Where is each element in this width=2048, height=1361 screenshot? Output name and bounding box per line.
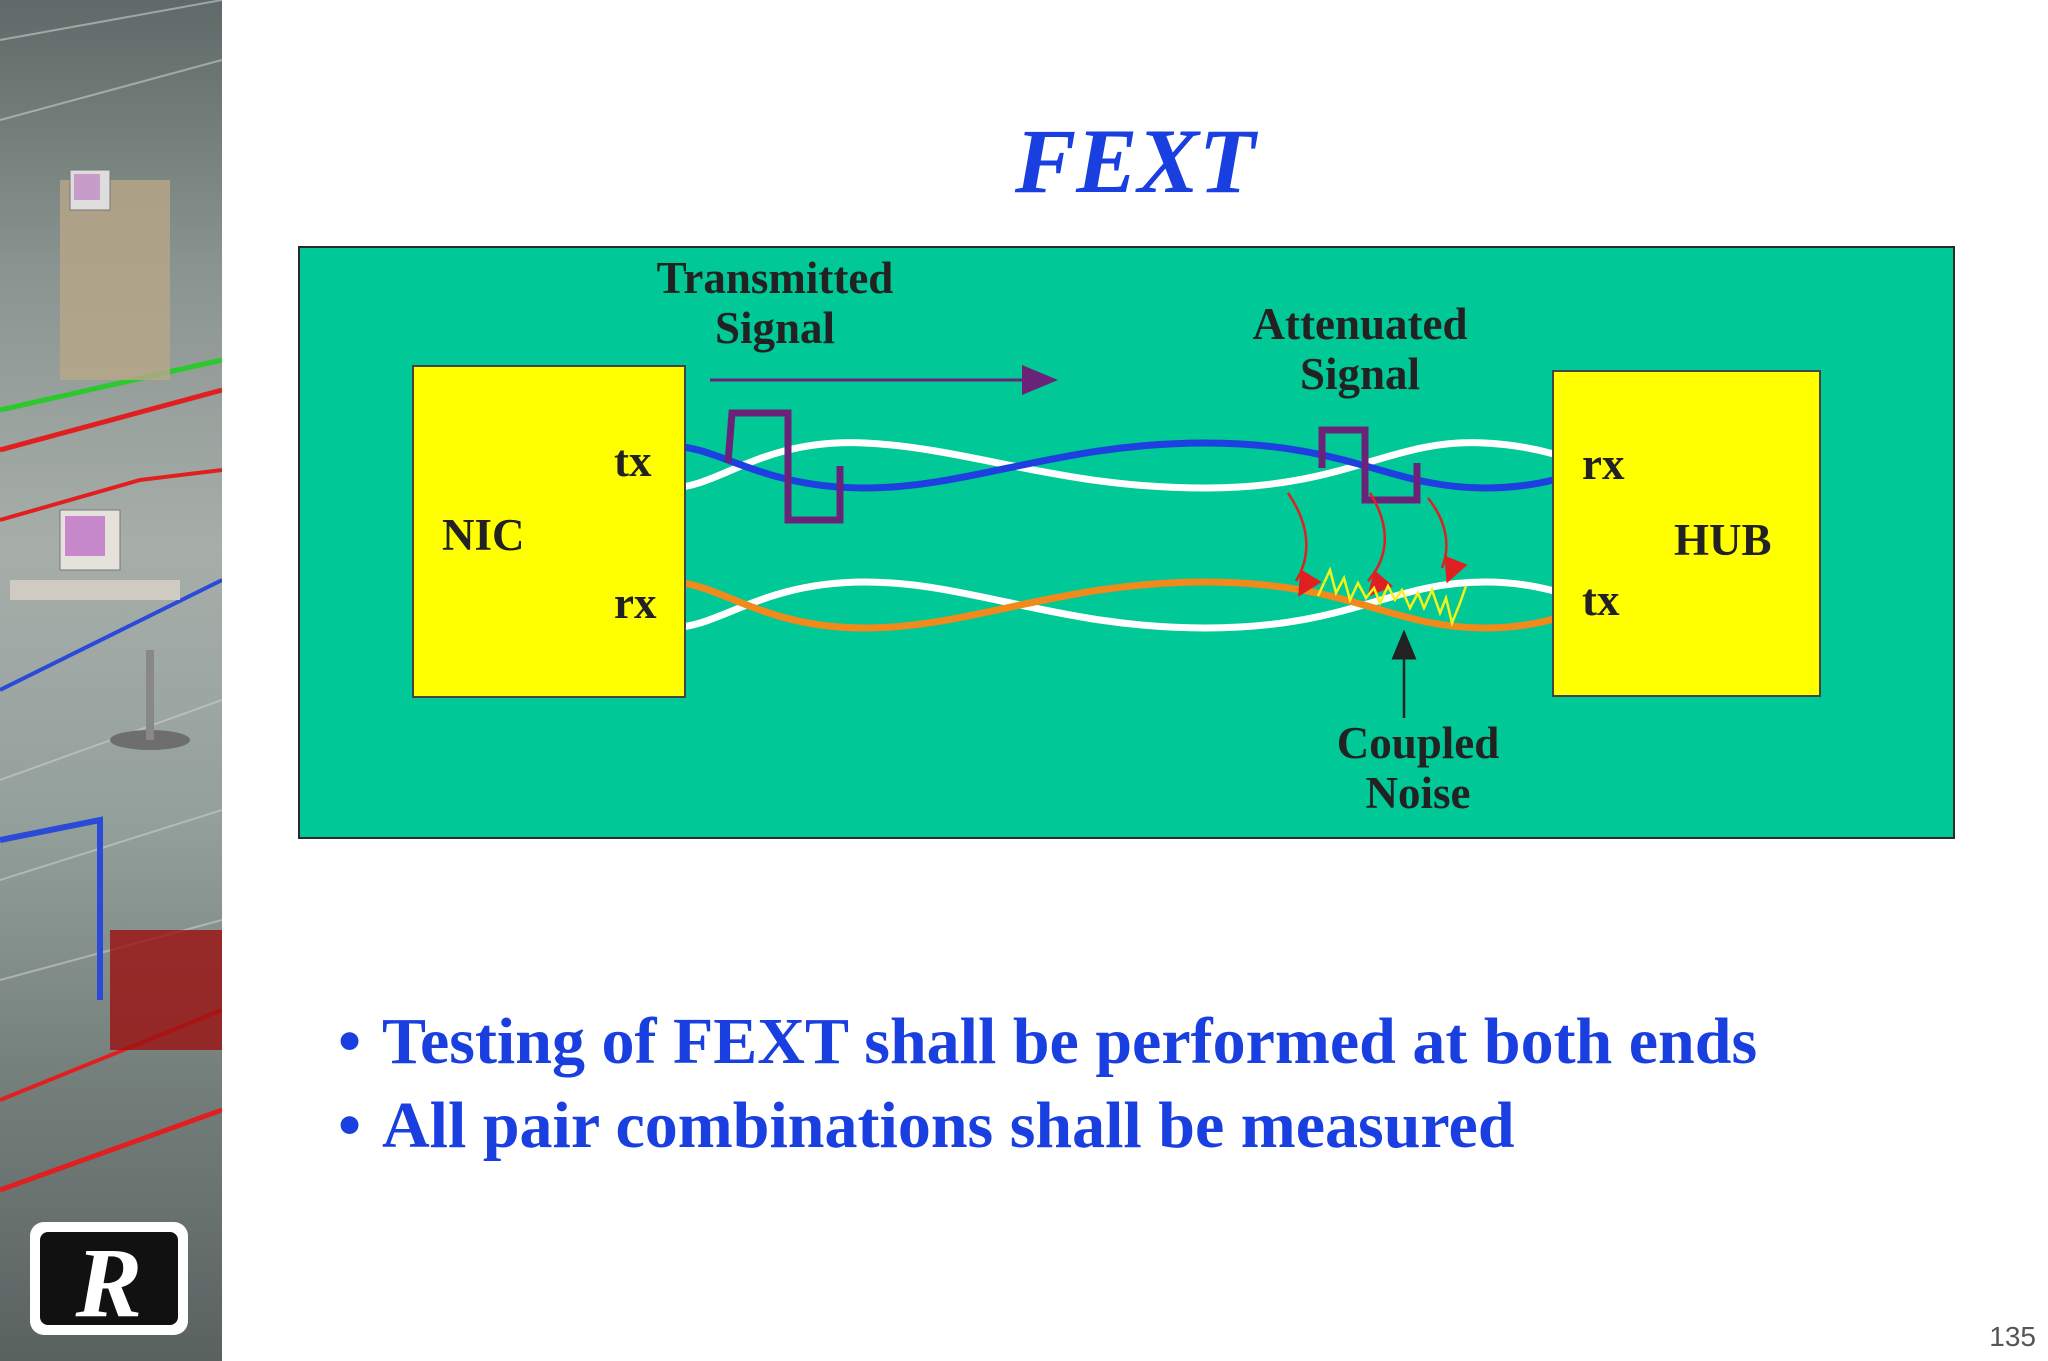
coupling-arrow xyxy=(1286,492,1322,597)
bullet-dot: • xyxy=(338,1089,362,1162)
bullet-list: •Testing of FEXT shall be performed at b… xyxy=(338,1000,1757,1168)
coupling-arrow xyxy=(1367,492,1394,597)
fext-diagram: NIC tx rx HUB rx tx Transmitted Signal A… xyxy=(298,246,1955,839)
transmitted-pulse xyxy=(724,409,844,524)
bullet-item: •All pair combinations shall be measured xyxy=(338,1084,1757,1168)
coupling-arrow xyxy=(1427,497,1468,584)
hub-rx-label: rx xyxy=(1582,439,1625,489)
nic-label: NIC xyxy=(442,510,525,560)
hub-box: HUB rx tx xyxy=(1552,370,1821,697)
bullet-dot: • xyxy=(338,1005,362,1078)
coupled-noise xyxy=(1316,566,1468,628)
bullet-item: •Testing of FEXT shall be performed at b… xyxy=(338,1000,1757,1084)
attenuated-pulse xyxy=(1318,426,1421,504)
transmitted-signal-label: Transmitted Signal xyxy=(656,253,894,354)
page-number: 135 xyxy=(1989,1321,2036,1352)
attenuated-signal-label: Attenuated Signal xyxy=(1252,299,1468,400)
tx-pair-blue-wire xyxy=(669,439,1671,492)
hub-label: HUB xyxy=(1674,515,1772,565)
nic-tx-label: tx xyxy=(614,436,652,486)
tx-pair-white-wire xyxy=(669,439,1671,492)
nic-rx-label: rx xyxy=(614,578,657,628)
hub-tx-label: tx xyxy=(1582,575,1620,625)
coupled-noise-label: Coupled Noise xyxy=(1336,718,1500,819)
sidebar-decoration: R xyxy=(0,0,222,1361)
slide-title: FEXT xyxy=(1014,110,1256,212)
rx-pair-white-wire xyxy=(669,578,1671,632)
rx-pair-orange-wire xyxy=(669,578,1671,632)
nic-box: NIC tx rx xyxy=(412,365,686,698)
